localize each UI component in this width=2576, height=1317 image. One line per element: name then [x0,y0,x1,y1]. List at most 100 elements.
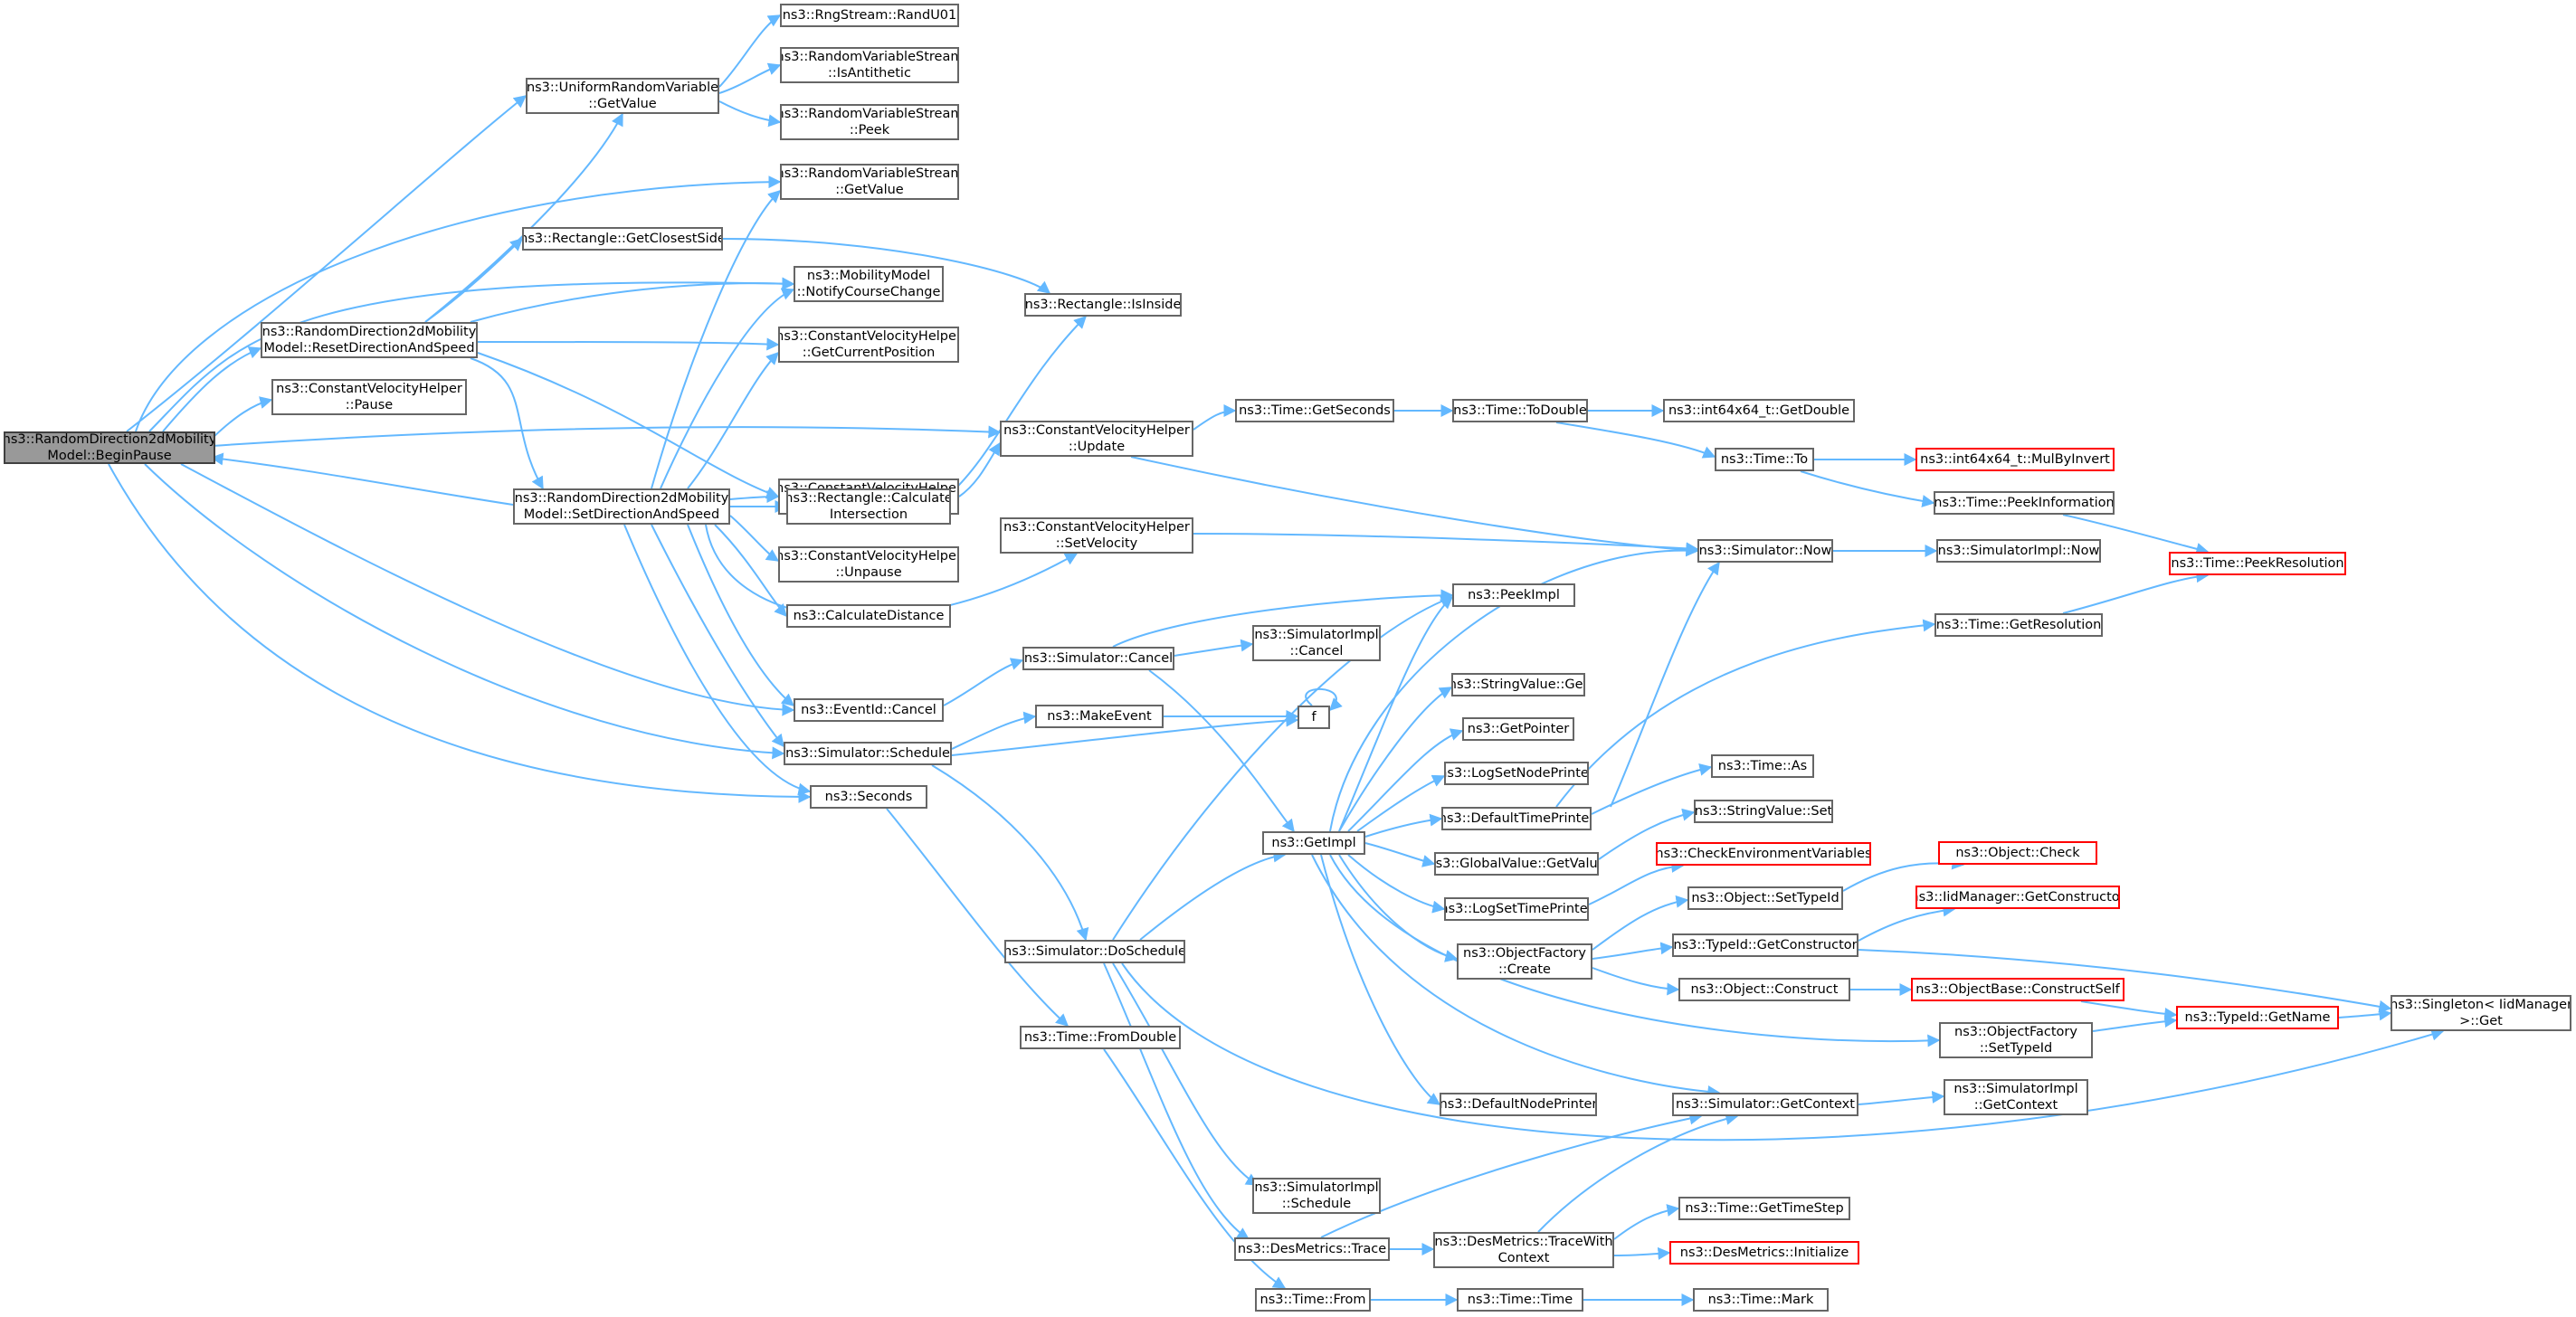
node-cvh-setvel[interactable]: ns3::ConstantVelocityHelper::SetVelocity [1000,517,1193,554]
edge-objfactory_create-to-object_construct [1592,967,1680,996]
node-objectbase-constructself[interactable]: ns3::ObjectBase::ConstructSelf [1911,978,2124,1001]
node-label-line: ns3::TypeId::GetConstructor [1673,938,1858,952]
node-seconds[interactable]: ns3::Seconds [810,785,927,809]
node-label-line: ns3::Time::To [1720,452,1809,467]
node-check-env[interactable]: ns3::CheckEnvironmentVariables [1656,842,1871,866]
node-simimpl-getcontext[interactable]: ns3::SimulatorImpl::GetContext [1944,1079,2088,1115]
node-sim-cancel[interactable]: ns3::Simulator::Cancel [1022,647,1174,670]
node-globalvalue-get[interactable]: ns3::GlobalValue::GetValue [1434,852,1599,876]
node-cvh-unpause[interactable]: ns3::ConstantVelocityHelper::Unpause [778,546,959,583]
node-time-to[interactable]: ns3::Time::To [1715,448,1814,471]
node-label-line: ::NotifyCourseChange [796,285,941,299]
node-peekimpl[interactable]: ns3::PeekImpl [1452,583,1575,607]
node-int64-mulbyinvert[interactable]: ns3::int64x64_t::MulByInvert [1915,448,2115,471]
node-int64-getdouble[interactable]: ns3::int64x64_t::GetDouble [1663,399,1855,422]
edge-set_dir-to-rvs_getvalue [651,190,782,489]
node-time-from[interactable]: ns3::Time::From [1255,1288,1371,1312]
node-rvs-getvalue[interactable]: ns3::RandomVariableStream::GetValue [780,164,959,200]
node-desmetrics-init[interactable]: ns3::DesMetrics::Initialize [1669,1241,1859,1265]
node-time-as[interactable]: ns3::Time::As [1711,754,1814,778]
edge-log_time_printer-to-check_env [1588,859,1685,905]
node-cvh-update[interactable]: ns3::ConstantVelocityHelper::Update [1000,421,1193,457]
node-label-line: ::GetCurrentPosition [802,346,936,360]
node-time-getres[interactable]: ns3::Time::GetResolution [1934,613,2103,637]
node-time-fromdouble[interactable]: ns3::Time::FromDouble [1020,1026,1181,1049]
edge-time_to-to-time_peekinfo [1800,470,1935,507]
node-sim-schedule[interactable]: ns3::Simulator::Schedule [784,742,952,765]
node-stringvalue-get[interactable]: ns3::StringValue::Get [1451,673,1585,696]
node-label-line: ns3::DefaultTimePrinter [1441,811,1592,826]
node-label-line: ns3::ObjectFactory [1463,946,1586,961]
node-uniform-getvalue[interactable]: ns3::UniformRandomVariable::GetValue [526,78,719,114]
node-label-line: ns3::Object::Check [1955,846,2080,860]
node-simimpl-now[interactable]: ns3::SimulatorImpl::Now [1936,539,2101,563]
node-simimpl-schedule[interactable]: ns3::SimulatorImpl::Schedule [1252,1178,1381,1214]
node-default-time-printer[interactable]: ns3::DefaultTimePrinter [1441,807,1592,830]
node-stringvalue-set[interactable]: ns3::StringValue::Set [1694,800,1833,823]
node-peek[interactable]: ns3::RandomVariableStream::Peek [780,104,959,140]
node-cvh-pause[interactable]: ns3::ConstantVelocityHelper::Pause [271,379,467,415]
node-desmetrics-trace[interactable]: ns3::DesMetrics::Trace [1234,1237,1390,1261]
node-get-pointer[interactable]: ns3::GetPointer [1462,717,1574,741]
node-label-line: ns3::Object::SetTypeId [1691,891,1839,905]
node-time-mark[interactable]: ns3::Time::Mark [1693,1288,1829,1312]
node-label-line: ns3::EventId::Cancel [801,703,936,717]
node-simimpl-cancel[interactable]: ns3::SimulatorImpl::Cancel [1252,625,1381,661]
node-typeid-getctor[interactable]: ns3::TypeId::GetConstructor [1672,933,1858,957]
node-typeid-getname[interactable]: ns3::TypeId::GetName [2176,1006,2339,1029]
edge-getimpl-to-sim_getcontext [1311,854,1721,1098]
node-is-antithetic[interactable]: ns3::RandomVariableStream::IsAntithetic [780,47,959,83]
node-label-line: ns3::Time::PeekResolution [2171,556,2344,571]
node-label-line: Model::SetDirectionAndSpeed [523,507,720,522]
node-rect-isinside[interactable]: ns3::Rectangle::IsInside [1024,293,1182,317]
node-label-line: ::SetVelocity [1055,536,1138,551]
edge-begin_pause-to-notify_course [148,277,795,432]
node-calc-distance[interactable]: ns3::CalculateDistance [786,604,951,628]
node-sim-doschedule[interactable]: ns3::Simulator::DoSchedule [1004,940,1185,963]
node-label-line: f [1311,710,1317,725]
node-rand-u01[interactable]: ns3::RngStream::RandU01 [780,4,959,27]
node-rect-closest[interactable]: ns3::Rectangle::GetClosestSide [522,227,723,251]
node-make-event[interactable]: ns3::MakeEvent [1035,705,1164,728]
node-time-gettimestep[interactable]: ns3::Time::GetTimeStep [1678,1197,1850,1220]
node-time-peekres[interactable]: ns3::Time::PeekResolution [2169,552,2346,575]
edge-cvh_updatewithbounds-to-cvh_update [958,441,1001,497]
node-label-line: ::Schedule [1281,1197,1352,1211]
node-object-settypeid[interactable]: ns3::Object::SetTypeId [1687,886,1843,910]
node-object-construct[interactable]: ns3::Object::Construct [1678,978,1850,1001]
node-object-check[interactable]: ns3::Object::Check [1938,841,2097,865]
node-default-node-printer[interactable]: ns3::DefaultNodePrinter [1440,1093,1597,1116]
edge-getimpl-to-default_time_printer [1364,813,1443,838]
node-cvh-getpos[interactable]: ns3::ConstantVelocityHelper::GetCurrentP… [778,327,959,363]
edge-sim_schedule-to-f [951,714,1299,756]
node-label-line: ::Create [1498,962,1551,977]
node-objfactory-settypeid[interactable]: ns3::ObjectFactory::SetTypeId [1939,1022,2093,1058]
node-sim-now[interactable]: ns3::Simulator::Now [1697,539,1833,563]
node-time-time[interactable]: ns3::Time::Time [1457,1288,1583,1312]
node-log-node-printer[interactable]: ns3::LogSetNodePrinter [1444,762,1589,785]
node-time-peekinfo[interactable]: ns3::Time::PeekInformation [1934,491,2115,515]
node-label-line: ns3::CheckEnvironmentVariables [1656,847,1871,861]
node-objfactory-create[interactable]: ns3::ObjectFactory::Create [1457,943,1592,980]
node-label-line: ns3::CalculateDistance [793,609,945,623]
node-label-line: ns3::Time::FromDouble [1023,1030,1177,1045]
node-singleton-get[interactable]: ns3::Singleton< IidManager>::Get [2391,995,2571,1031]
edge-sim_doschedule-to-simimpl_schedule [1112,962,1259,1186]
node-time-getseconds[interactable]: ns3::Time::GetSeconds [1235,399,1394,422]
node-iidmanager-getctor[interactable]: ns3::IidManager::GetConstructor [1915,886,2120,909]
node-sim-getcontext[interactable]: ns3::Simulator::GetContext [1672,1093,1858,1116]
node-notify-course[interactable]: ns3::MobilityModel::NotifyCourseChange [794,266,944,302]
node-time-todouble[interactable]: ns3::Time::ToDouble [1452,399,1588,422]
node-log-time-printer[interactable]: ns3::LogSetTimePrinter [1444,897,1589,921]
node-f[interactable]: f [1298,706,1330,729]
edge-set_dir-to-cvh_updatewithbounds [729,490,780,504]
node-label-line: ns3::RngStream::RandU01 [782,8,957,23]
edge-getimpl-to-default_node_printer [1320,854,1441,1105]
node-getimpl[interactable]: ns3::GetImpl [1262,831,1365,855]
node-eventid-cancel[interactable]: ns3::EventId::Cancel [794,698,944,722]
